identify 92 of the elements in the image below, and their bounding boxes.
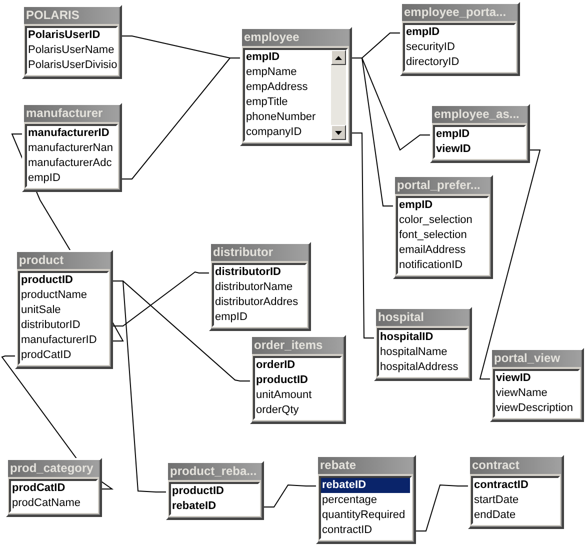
- field-name: distributorID: [20, 318, 82, 333]
- key-field: viewID: [435, 142, 524, 157]
- relationship-line: [479, 150, 541, 380]
- table-title: manufacturer: [24, 105, 119, 122]
- table-box: [22, 5, 122, 79]
- table-title: POLARIS: [24, 7, 119, 24]
- key-field: PolarisUserID: [27, 28, 116, 43]
- field-name: unitAmount: [255, 388, 313, 403]
- table-box: [374, 307, 472, 381]
- field-name: distributorName: [214, 280, 294, 295]
- field-name: PolarisUserName: [27, 43, 116, 58]
- relationship-line: [352, 132, 374, 338]
- key-field: distributorID: [214, 265, 305, 280]
- table-box: [209, 242, 311, 331]
- field-name: prodCatName: [11, 496, 82, 511]
- field-name: unitSale: [20, 303, 62, 318]
- table-title: product: [17, 252, 110, 269]
- field-name: distributorAddres: [214, 295, 300, 310]
- field-name: hospitalName: [379, 345, 448, 360]
- key-field: productID: [20, 273, 107, 288]
- key-field: rebateID: [171, 499, 258, 514]
- selected-field: rebateID: [321, 478, 410, 493]
- key-field: manufacturerID: [27, 126, 116, 141]
- field-name: hospitalAddress: [379, 360, 460, 375]
- table-title: portal_view: [492, 350, 581, 367]
- key-field: viewID: [495, 371, 578, 386]
- table-title: employee_porta...: [402, 4, 517, 21]
- field-name: quantityRequired: [321, 508, 406, 523]
- table-box: [393, 175, 493, 279]
- relationship-line: [112, 280, 166, 492]
- relationship-line: [264, 484, 316, 508]
- table-box: [430, 104, 530, 163]
- table-box: [250, 335, 346, 424]
- table-box: [468, 455, 564, 529]
- table-box: [490, 348, 584, 422]
- field-name: contractID: [321, 523, 374, 538]
- field-name: empID: [27, 171, 62, 186]
- key-field: empID: [398, 198, 487, 213]
- field-name: percentage: [321, 493, 378, 508]
- table-box: [316, 455, 416, 544]
- field-name: empTitle: [245, 95, 289, 110]
- table-title: hospital: [376, 309, 469, 326]
- field-name: orderQty: [255, 403, 300, 418]
- field-name: empName: [245, 65, 298, 80]
- field-name: manufacturerID: [20, 333, 98, 348]
- table-box: [166, 461, 264, 520]
- table-box: [240, 27, 352, 146]
- field-name: emailAddress: [398, 243, 467, 258]
- key-field: prodCatID: [11, 481, 96, 496]
- key-field: hospitalID: [379, 330, 466, 345]
- table-title: distributor: [211, 244, 308, 261]
- table-box: [400, 2, 520, 76]
- key-field: productID: [171, 484, 258, 499]
- field-name: empID: [214, 310, 248, 325]
- relationship-line: [416, 484, 468, 532]
- relationship-line: [112, 271, 210, 326]
- field-name: directoryID: [405, 55, 460, 70]
- table-title: rebate: [318, 457, 413, 474]
- field-name: endDate: [473, 508, 517, 523]
- field-name: manufacturerNan: [27, 141, 114, 156]
- field-name: startDate: [473, 493, 520, 508]
- key-field: productID: [255, 373, 340, 388]
- field-name: notificationID: [398, 258, 464, 273]
- table-title: product_reba...: [168, 463, 261, 480]
- key-field: orderID: [255, 358, 340, 373]
- field-name: securityID: [405, 40, 456, 55]
- table-title: contract: [470, 457, 561, 474]
- field-name: companyID: [245, 125, 303, 140]
- table-box: [15, 250, 113, 369]
- field-name: manufacturerAdc: [27, 156, 113, 171]
- table-title: prod_category: [8, 460, 99, 477]
- field-name: phoneNumber: [245, 110, 317, 125]
- relationship-line: [122, 58, 240, 180]
- field-name: productName: [20, 288, 88, 303]
- key-field: contractID: [473, 478, 558, 493]
- field-name: PolarisUserDivisio: [27, 58, 116, 73]
- field-name: viewDescription: [495, 401, 574, 416]
- field-name: prodCatID: [20, 348, 72, 363]
- key-field: empID: [435, 127, 524, 142]
- field-name: color_selection: [398, 213, 474, 228]
- key-field: empID: [245, 50, 330, 65]
- field-name: font_selection: [398, 228, 468, 243]
- key-field: empID: [405, 25, 514, 40]
- table-title: employee: [242, 29, 349, 46]
- field-name: empAddress: [245, 80, 309, 95]
- table-box: [22, 103, 122, 192]
- table-box: [6, 458, 102, 517]
- table-title: portal_prefer...: [395, 177, 490, 194]
- table-title: order_items: [252, 337, 343, 354]
- relationship-line: [352, 58, 394, 206]
- field-name: viewName: [495, 386, 548, 401]
- table-title: employee_as...: [432, 106, 527, 123]
